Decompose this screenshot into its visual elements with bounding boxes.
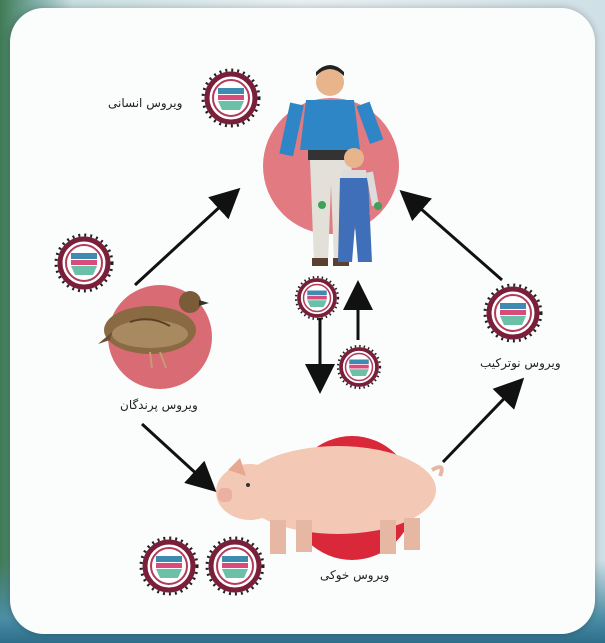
virus-icon: [207, 538, 263, 594]
arrow-bird-to-pig: [142, 424, 212, 488]
pig-virus-label: ویروس خوکی: [320, 568, 389, 582]
virus-icon: [338, 346, 380, 388]
virus-icon: [56, 235, 112, 291]
bird-group: [98, 285, 212, 389]
pig-group: [216, 436, 442, 560]
arrow-pig-to-recombinant: [443, 382, 520, 462]
human-group: [263, 65, 399, 266]
arrow-recombinant-to-human: [404, 194, 502, 280]
virus-icon: [485, 285, 541, 341]
human-virus-label: ویروس انسانی: [108, 96, 182, 110]
bird-virus-label: ویروس پرندگان: [120, 398, 198, 412]
virus-icon: [141, 538, 197, 594]
arrow-bird-to-human: [135, 192, 236, 285]
virus-icon: [203, 70, 259, 126]
virus-icon: [296, 277, 338, 319]
recombinant-virus-label: ویروس نوترکیب: [480, 356, 561, 370]
